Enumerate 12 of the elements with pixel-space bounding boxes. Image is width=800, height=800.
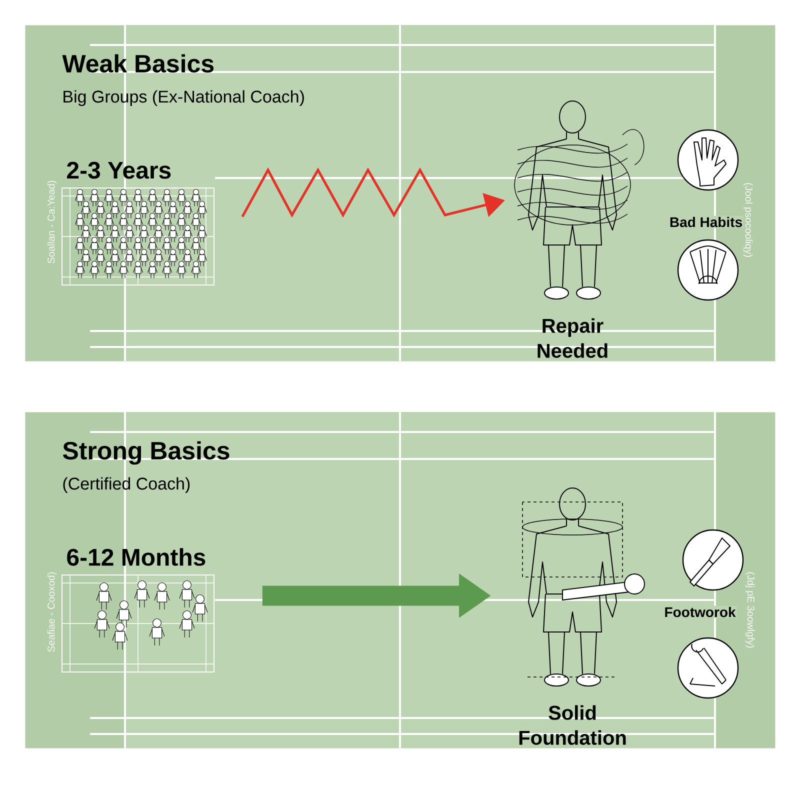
side-note: (Jool psocooliqy) xyxy=(743,183,753,257)
panel-subtitle: (Certified Coach) xyxy=(63,477,190,494)
panel-title: Weak Basics xyxy=(62,54,214,73)
panel-title: Strong Basics xyxy=(62,441,230,465)
side-note: (Jdj pE 3oowlgfy) xyxy=(745,572,755,648)
duration-label: 6-12 Months xyxy=(67,548,206,566)
figure-caption: Repair Needed xyxy=(538,318,608,358)
icon-label: Footworok xyxy=(663,606,737,618)
figure-caption: Solid Foundation xyxy=(519,705,626,745)
duration-label: 2-3 Years xyxy=(67,162,171,179)
icon-label: Bad Habits xyxy=(668,216,744,228)
panel-subtitle: Big Groups (Ex-National Coach) xyxy=(64,90,304,106)
